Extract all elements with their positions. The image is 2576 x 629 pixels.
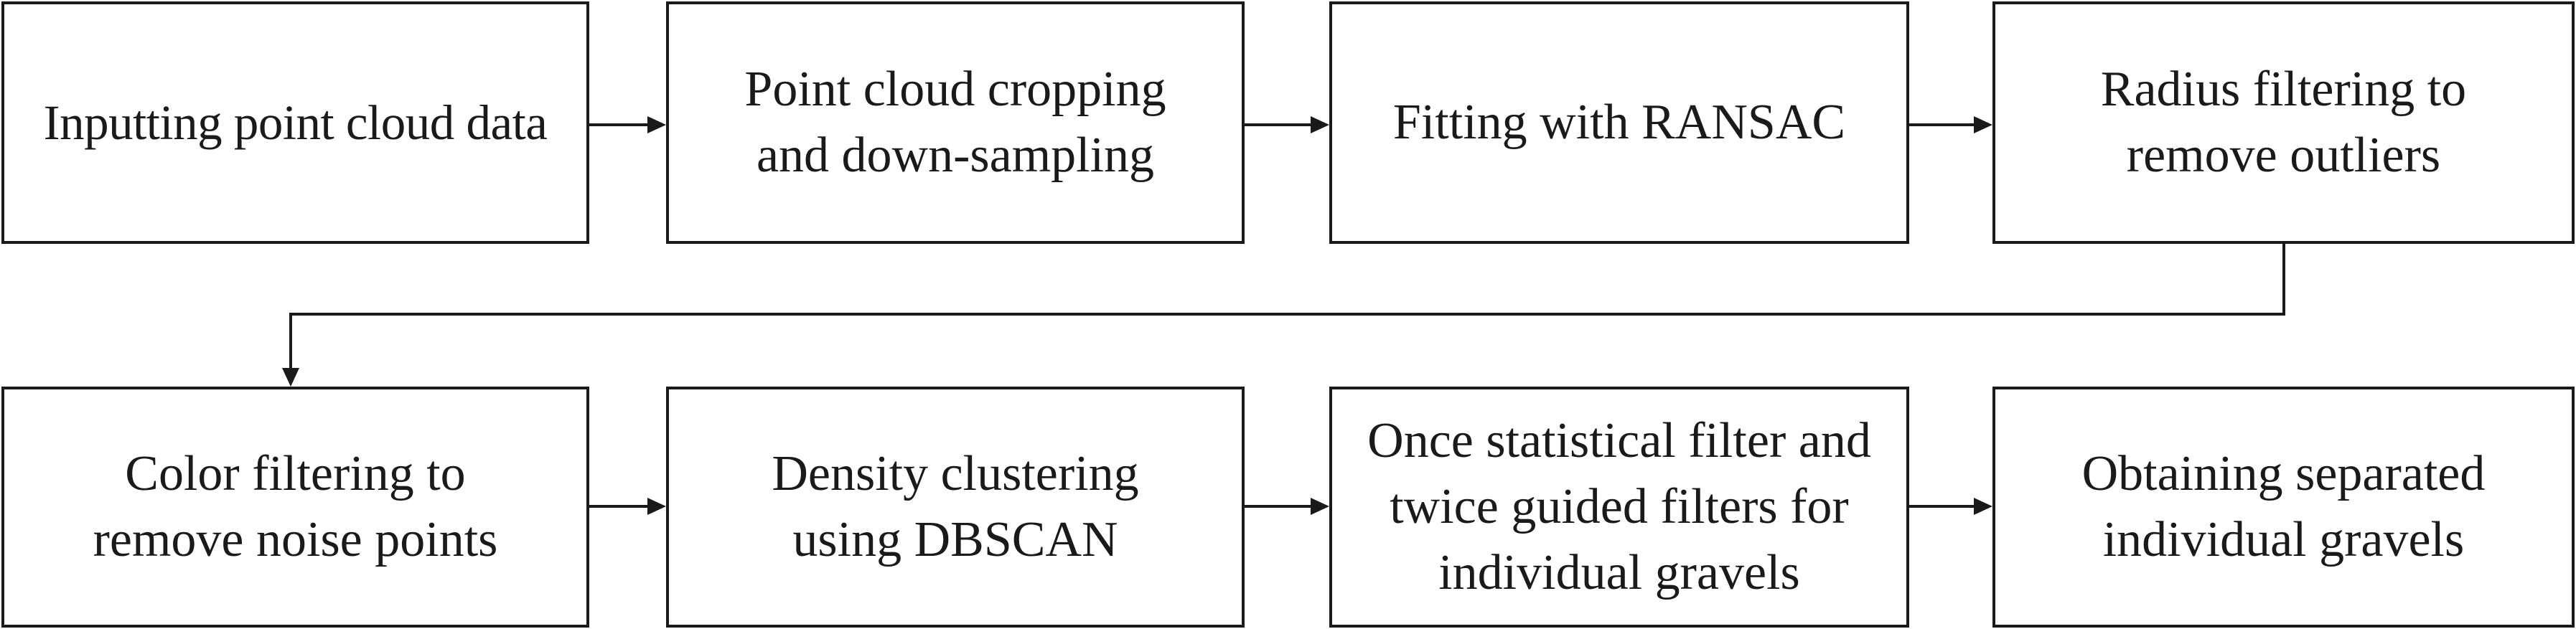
step-label: Obtaining separated individual gravels: [2081, 446, 2486, 567]
arrow-7-to-8: [1909, 498, 1992, 515]
arrow-2-to-3: [1245, 116, 1329, 133]
step-label: Fitting with RANSAC: [1392, 95, 1846, 150]
step-ransac-fitting: Fitting with RANSAC: [1329, 1, 1909, 244]
step-radius-filtering: Radius filtering to remove outliers: [1992, 1, 2575, 244]
arrow-4-to-5: [282, 244, 2285, 387]
step-dbscan-clustering: Density clustering using DBSCAN: [666, 387, 1245, 628]
step-input-point-cloud: Inputting point cloud data: [1, 1, 589, 244]
step-label: Inputting point cloud data: [43, 95, 548, 150]
step-statistical-guided-filters: Once statistical filter and twice guided…: [1329, 387, 1909, 628]
arrow-5-to-6: [589, 498, 666, 515]
step-label: Density clustering using DBSCAN: [772, 446, 1139, 567]
step-obtain-separated-gravels: Obtaining separated individual gravels: [1992, 387, 2575, 628]
step-label: Color filtering to remove noise points: [93, 446, 498, 567]
step-label: Radius filtering to remove outliers: [2100, 62, 2467, 183]
step-label: Once statistical filter and twice guided…: [1367, 413, 1871, 600]
arrow-3-to-4: [1909, 116, 1992, 133]
step-color-filtering: Color filtering to remove noise points: [1, 387, 589, 628]
arrow-6-to-7: [1245, 498, 1329, 515]
step-label: Point cloud cropping and down-sampling: [744, 62, 1166, 183]
arrow-1-to-2: [589, 116, 666, 133]
step-cropping-downsampling: Point cloud cropping and down-sampling: [666, 1, 1245, 244]
